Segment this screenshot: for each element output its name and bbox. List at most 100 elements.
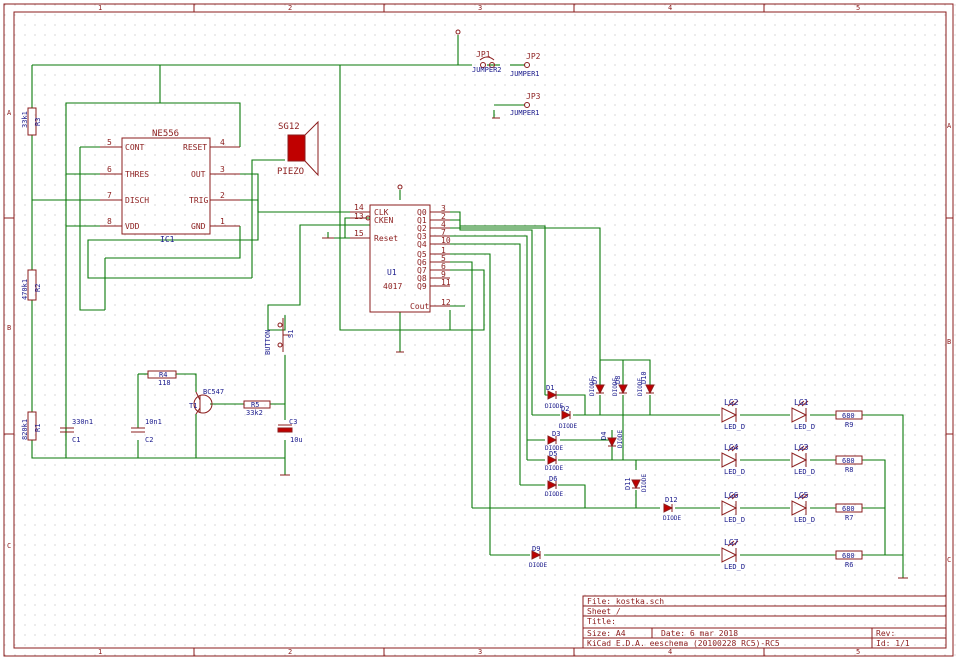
led-ref-1: LG1 — [794, 398, 809, 407]
row-label-b: B — [7, 324, 11, 332]
r2-value: 470k1 — [21, 279, 29, 300]
led-res-value-1: 680 — [842, 457, 855, 465]
diode-ref-4: D5 — [549, 450, 557, 458]
s1-value: BUTTON — [264, 330, 272, 355]
diode-ref-3: D4 — [600, 432, 608, 440]
ic1-pin-8: 8 — [107, 217, 112, 226]
r1-value: 820k1 — [21, 419, 29, 440]
tb-title: Title: — [587, 617, 616, 626]
u1-pin-name-1: Q1 — [417, 216, 427, 225]
ic1-pin-2: 2 — [220, 191, 225, 200]
led-value-5: LED_D — [794, 516, 815, 524]
u1-pin-num-9: 11 — [441, 278, 451, 287]
col-label-4-bottom: 4 — [668, 648, 672, 656]
diode-value-1: DIODE — [559, 423, 577, 430]
diode-value-4: DIODE — [545, 465, 563, 472]
tb-id: Id: 1/1 — [876, 639, 910, 648]
sg12-piezo: SG12 PIEZO — [277, 120, 319, 177]
u1-pin-13: 13 — [354, 212, 364, 221]
col-label-2-bottom: 2 — [288, 648, 292, 656]
jumper-jp1: JP1 JUMPER2 — [472, 50, 502, 74]
r5-value: 33k2 — [246, 409, 263, 417]
r5-ref: R5 — [251, 401, 259, 409]
col-label-2: 2 — [288, 4, 292, 12]
led-ref-0: LG2 — [724, 398, 739, 407]
diode-value-6: DIODE — [589, 378, 596, 396]
col-label-3: 3 — [478, 4, 482, 12]
u1-pin-name-5: Q5 — [417, 250, 427, 259]
c3-value: 10u — [290, 436, 303, 444]
led-array: LG2LED_DLG1LED_DLG4LED_DLG3LED_DLG6LED_D… — [721, 398, 815, 571]
r4-value: 118 — [158, 379, 171, 387]
capacitor-c3: C3 10u — [277, 418, 303, 444]
ic1-pin-5: 5 — [107, 138, 112, 147]
resistor-r1: 820k1 R1 — [21, 411, 42, 441]
t1-value: BC547 — [203, 388, 224, 396]
u1-pin-num-5: 1 — [441, 246, 446, 255]
u1-pin-num-4: 10 — [441, 236, 451, 245]
outer-frame — [3, 3, 954, 657]
diode-value-10: DIODE — [641, 474, 648, 492]
ic1-pin-disch: DISCH — [125, 196, 149, 205]
u1-pin-num-2: 4 — [441, 220, 446, 229]
c2-ref: C2 — [145, 436, 153, 444]
led-ref-3: LG3 — [794, 443, 809, 452]
u1-pin-name-2: Q2 — [417, 224, 427, 233]
u1-pin-15: 15 — [354, 229, 364, 238]
u1-pin-name-3: Q3 — [417, 232, 427, 241]
jp2-ref: JP2 — [526, 52, 541, 61]
col-label-1-bottom: 1 — [98, 648, 102, 656]
u1-pin-name-8: Q8 — [417, 274, 427, 283]
c1-ref: C1 — [72, 436, 80, 444]
led-res-ref-2: R7 — [845, 514, 853, 522]
u1-pin-clk: CLK — [374, 208, 389, 217]
led-res-value-2: 680 — [842, 505, 855, 513]
u1-pin-num-3: 7 — [441, 228, 446, 237]
led-value-2: LED_D — [724, 468, 745, 476]
r3-value: 33k1 — [21, 111, 29, 128]
diode-value-2: DIODE — [545, 445, 563, 452]
r4-ref: R4 — [159, 371, 167, 379]
jp3-ref: JP3 — [526, 92, 541, 101]
diode-ref-8: D9 — [532, 545, 540, 553]
t1-ref: T1 — [189, 402, 197, 410]
resistor-r2: 470k1 R2 — [21, 269, 42, 301]
ic1-ne556: NE556 IC1 5 CONT 6 THRES 7 DISCH 8 VDD 4… — [100, 129, 240, 244]
ic1-pin-out: OUT — [191, 170, 206, 179]
row-label-c: C — [7, 542, 11, 550]
tb-tool: KiCad E.D.A. eeschema (20100228 RC5)-RC5 — [587, 639, 780, 648]
resistor-r5: R5 33k2 — [243, 400, 271, 417]
diode-ref-7: D8 — [614, 376, 622, 384]
u1-pin-name-10: Cout — [410, 302, 429, 311]
led-value-4: LED_D — [724, 516, 745, 524]
ic1-pin-1: 1 — [220, 217, 225, 226]
ic1-pin-4: 4 — [220, 138, 225, 147]
ic1-pin-trig: TRIG — [189, 196, 208, 205]
u1-pin-14: 14 — [354, 203, 364, 212]
u1-pin-num-7: 6 — [441, 262, 446, 271]
ic1-name: NE556 — [152, 129, 179, 139]
jp1-ref: JP1 — [476, 50, 491, 59]
c2-value: 10n1 — [145, 418, 162, 426]
led-res-ref-1: R8 — [845, 466, 853, 474]
u1-pin-name-6: Q6 — [417, 258, 427, 267]
tb-size: Size: A4 — [587, 629, 626, 638]
jp3-value: JUMPER1 — [510, 109, 540, 117]
capacitor-c1: 330n1 C1 — [60, 418, 93, 444]
ic1-pin-vdd: VDD — [125, 222, 140, 231]
